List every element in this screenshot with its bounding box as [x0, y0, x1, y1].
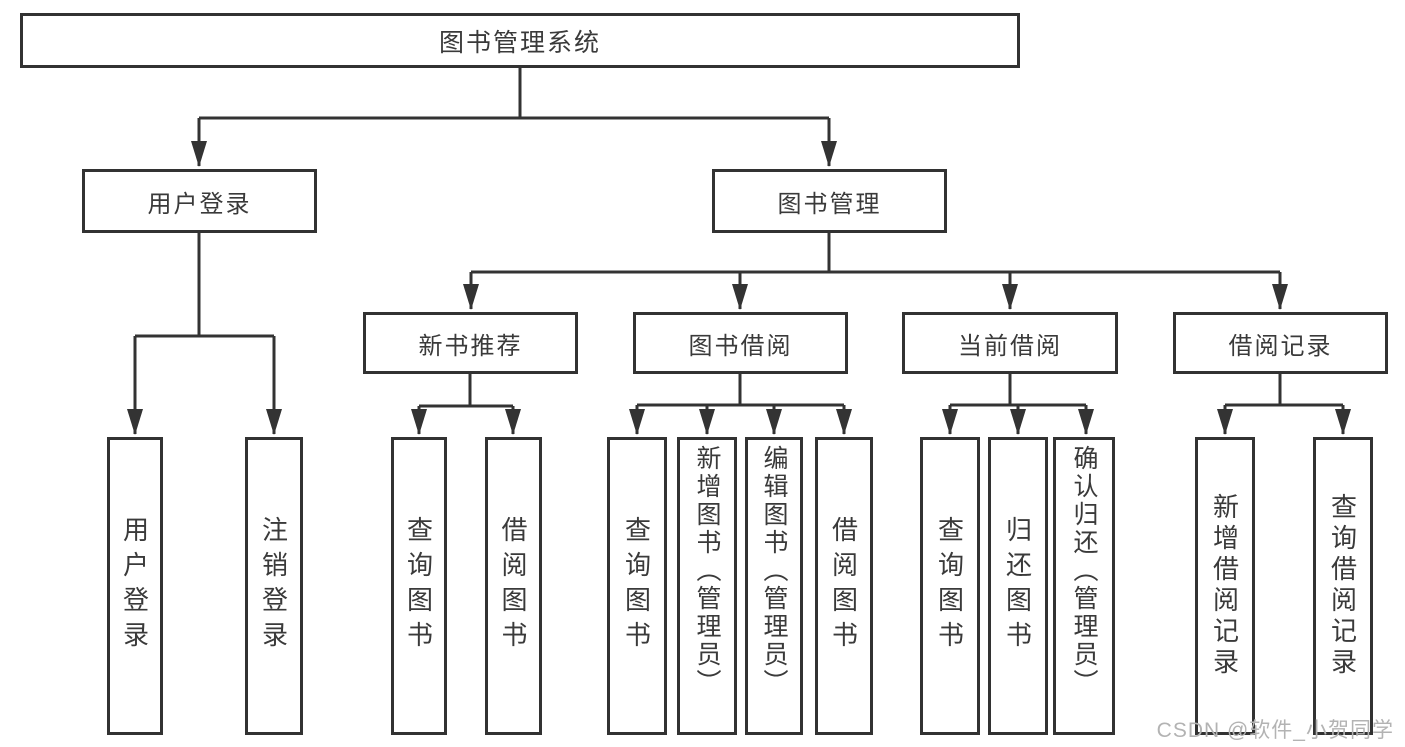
node-current-borrow: 当前借阅	[902, 312, 1118, 374]
leaf-label: 查询图书	[621, 516, 652, 656]
leaf-br-query-record: 查询借阅记录	[1313, 437, 1373, 735]
node-label: 图书管理系统	[438, 28, 601, 57]
edge-user-login-trunk	[135, 233, 274, 338]
leaf-cb-return-book: 归还图书	[988, 437, 1048, 735]
leaf-nbr-query-book: 查询图书	[391, 437, 447, 735]
node-book-management: 图书管理	[712, 169, 947, 233]
leaf-bb-borrow-book: 借阅图书	[815, 437, 873, 735]
leaf-logout: 注销登录	[245, 437, 303, 735]
leaf-label: 归还图书	[1002, 516, 1033, 656]
leaf-nbr-borrow-book: 借阅图书	[485, 437, 542, 735]
leaf-br-add-record: 新增借阅记录	[1195, 437, 1255, 735]
leaf-label: 查询图书	[934, 516, 965, 656]
node-user-login: 用户登录	[82, 169, 317, 233]
edge-borrow-records-trunk	[1225, 374, 1343, 407]
leaf-label: 确认归还（管理员）	[1070, 445, 1098, 697]
leaf-user-login: 用户登录	[107, 437, 163, 735]
leaf-bb-add-book-admin: 新增图书（管理员）	[677, 437, 737, 735]
node-book-borrow: 图书借阅	[633, 312, 848, 374]
leaf-label: 查询借阅记录	[1327, 493, 1358, 679]
node-borrow-records: 借阅记录	[1173, 312, 1388, 374]
leaf-bb-query-book: 查询图书	[607, 437, 667, 735]
edge-book-borrow-trunk	[637, 374, 844, 407]
node-new-book-recommend: 新书推荐	[363, 312, 578, 374]
leaf-label: 新增图书（管理员）	[693, 445, 721, 697]
node-library-management-system: 图书管理系统	[20, 13, 1020, 68]
leaf-label: 借阅图书	[828, 516, 859, 656]
csdn-watermark: CSDN @软件_小贺同学	[1156, 719, 1394, 742]
leaf-label: 注销登录	[258, 516, 289, 656]
node-label: 图书借阅	[688, 332, 793, 360]
leaf-label: 编辑图书（管理员）	[760, 445, 788, 697]
node-label: 图书管理	[777, 190, 882, 218]
node-label: 新书推荐	[418, 332, 523, 360]
edge-current-borrow-trunk	[950, 374, 1086, 407]
leaf-label: 用户登录	[119, 516, 150, 656]
leaf-label: 借阅图书	[498, 516, 528, 656]
leaf-label: 查询图书	[403, 516, 434, 656]
node-label: 当前借阅	[958, 332, 1062, 360]
leaf-label: 新增借阅记录	[1209, 493, 1240, 679]
node-label: 用户登录	[147, 190, 252, 218]
leaf-bb-edit-book-admin: 编辑图书（管理员）	[745, 437, 803, 735]
leaf-cb-query-book: 查询图书	[920, 437, 980, 735]
edge-new-book-rec-trunk	[419, 374, 513, 408]
leaf-cb-confirm-return-admin: 确认归还（管理员）	[1053, 437, 1115, 735]
node-label: 借阅记录	[1228, 332, 1333, 360]
edge-book-mgmt-trunk	[471, 233, 1280, 274]
edge-root-trunk	[199, 68, 829, 120]
